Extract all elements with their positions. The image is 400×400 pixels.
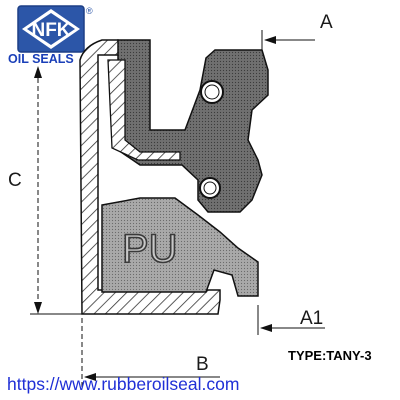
logo-text: NFK	[31, 20, 70, 41]
type-label: TYPE:TANY-3	[288, 348, 372, 363]
dimension-a-label: A	[320, 12, 333, 33]
nfk-logo: NFK ® OIL SEALS	[8, 5, 93, 66]
pu-material-label: PU	[122, 227, 178, 271]
pu-lip	[101, 197, 259, 297]
metal-case	[79, 39, 221, 315]
lower-spring-inner	[203, 181, 217, 195]
dimension-lines	[30, 30, 325, 390]
dimension-b-arrow	[84, 373, 96, 381]
website-link[interactable]: https://www.rubberoilseal.com	[7, 374, 240, 394]
dimension-b-label: B	[196, 354, 209, 375]
logo-diamond-inner	[27, 13, 75, 45]
upper-spring-inner	[204, 84, 220, 100]
logo-subtitle: OIL SEALS	[8, 52, 74, 66]
logo-registered-mark: ®	[86, 6, 93, 16]
lower-spring	[199, 177, 221, 199]
dimension-a-arrow	[264, 36, 276, 44]
rubber-seal-body	[117, 39, 269, 213]
dimension-c-arrow-bottom	[34, 302, 42, 314]
upper-spring	[200, 80, 224, 104]
dimension-a1-arrow	[260, 324, 272, 332]
dimension-c-label: C	[8, 170, 22, 191]
inner-metal-insert	[107, 59, 181, 161]
dimension-a1-label: A1	[300, 308, 323, 329]
dimension-c-arrow-top	[34, 66, 42, 78]
